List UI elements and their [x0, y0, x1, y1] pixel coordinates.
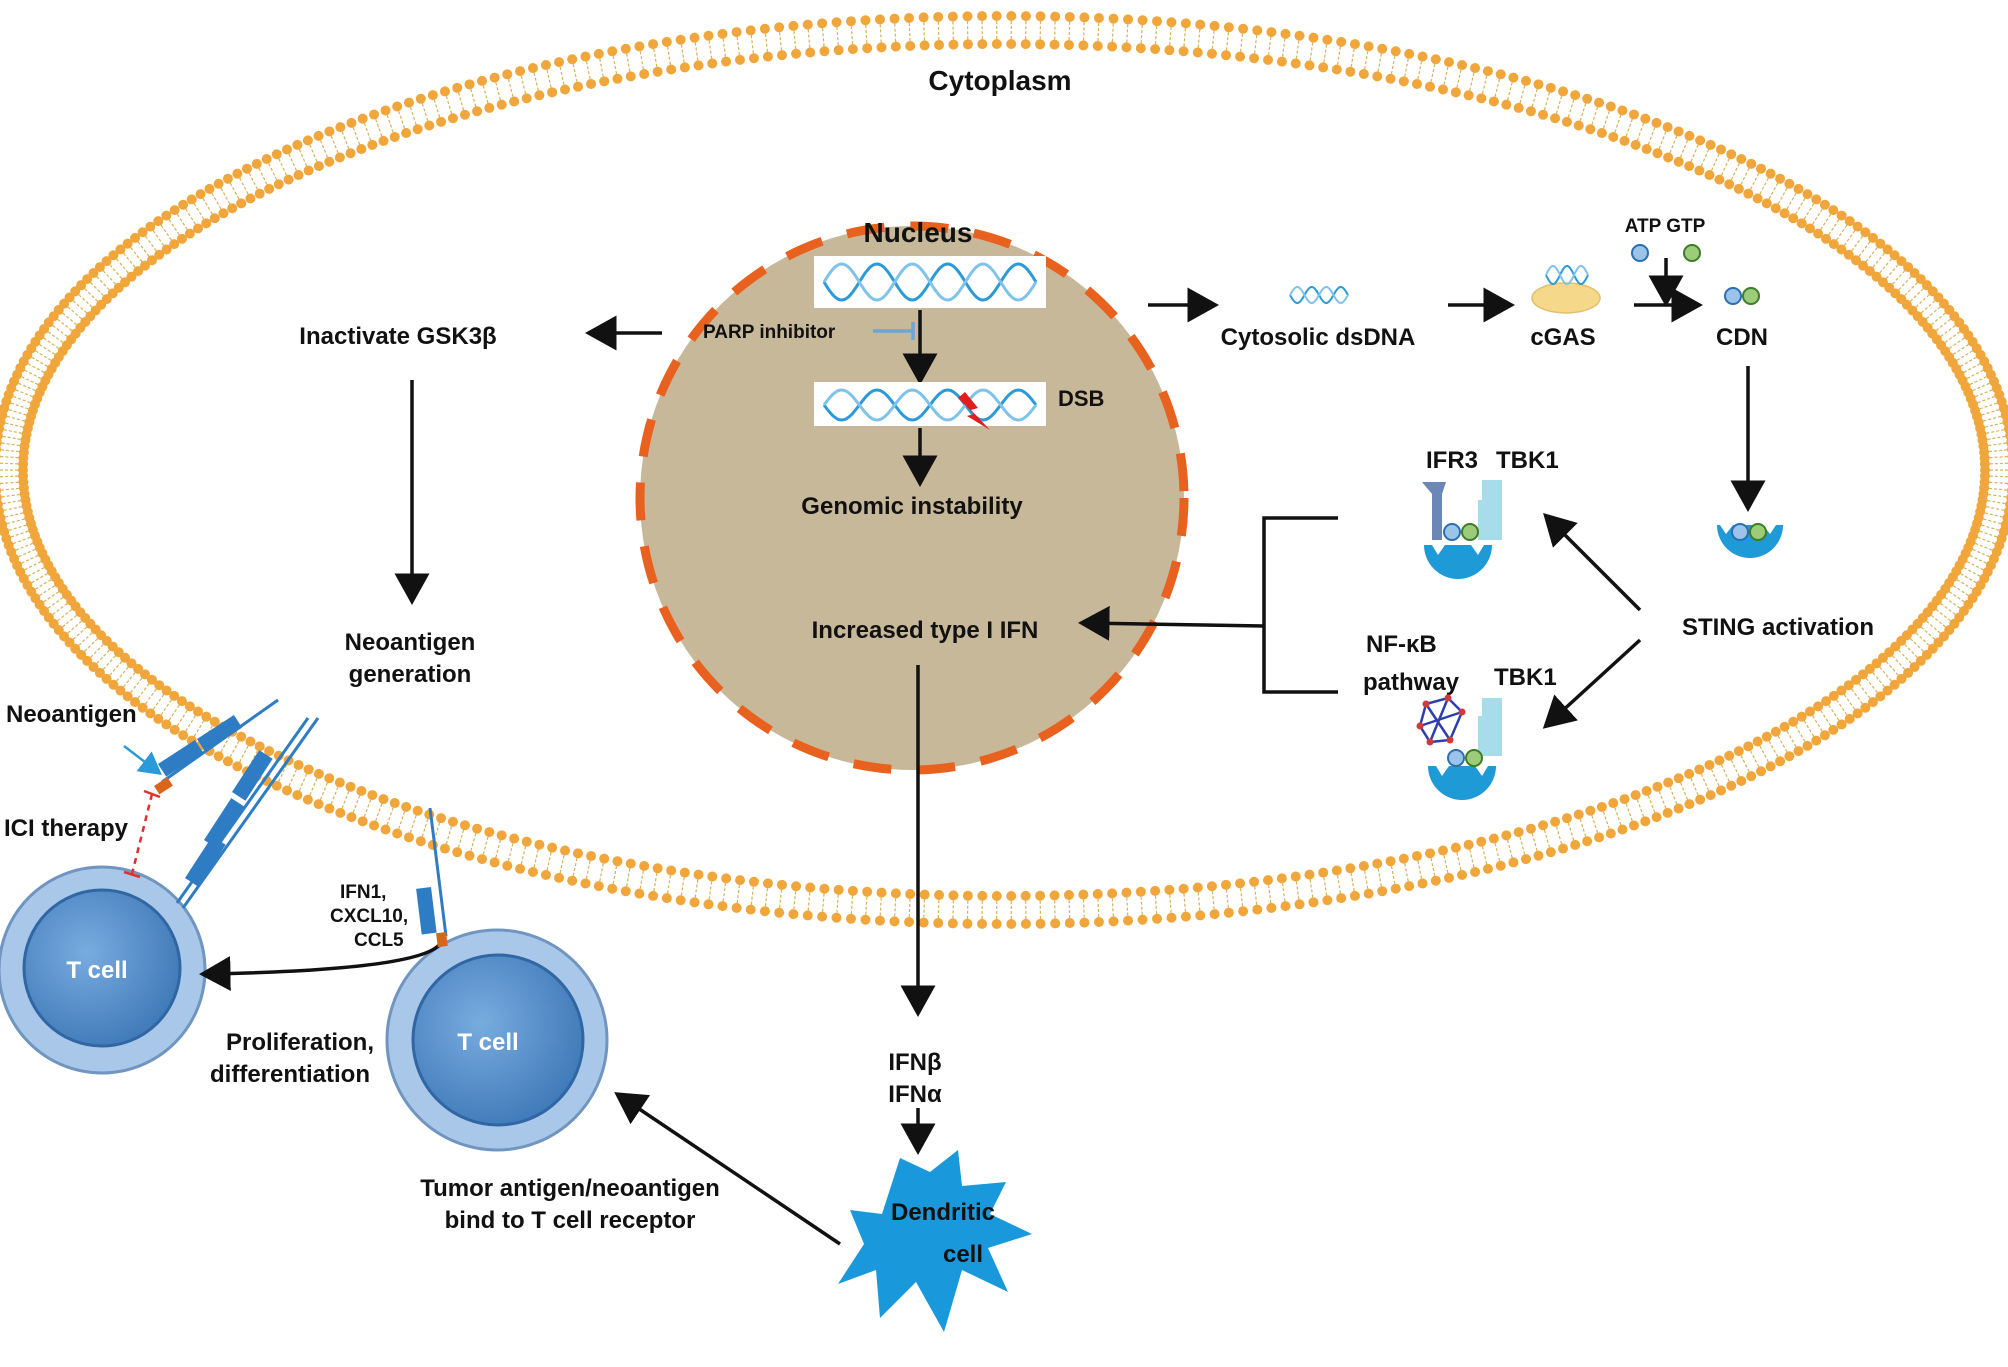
- cdn-molecule-atp: [1724, 287, 1742, 305]
- ifr3-label: IFR3: [1426, 447, 1478, 474]
- t-cell-left: T cell: [0, 865, 207, 1075]
- sting-receptor-icon: [1428, 766, 1496, 800]
- sting-to-ifr3-arrow: [1543, 513, 1642, 612]
- genomic-instability-label: Genomic instability: [801, 493, 1023, 520]
- nfkb-label-line1: NF-κB: [1366, 631, 1437, 658]
- tcr-receptor-long: [175, 717, 320, 909]
- dna-box-dsb: [814, 382, 1046, 430]
- cdn-label: CDN: [1716, 324, 1768, 351]
- cell-membrane: [0, 11, 2008, 929]
- nfkb-network-icon: [1416, 694, 1466, 746]
- dsb-label: DSB: [1058, 386, 1104, 411]
- receptor-segment: [204, 798, 245, 849]
- proliferation-line2: differentiation: [210, 1061, 370, 1088]
- t-cell-right-label: T cell: [457, 1029, 518, 1056]
- sting-to-nfkb-arrow: [1542, 638, 1642, 729]
- gtp-molecule: [1683, 244, 1701, 262]
- tbk1-bottom-label: TBK1: [1494, 664, 1557, 691]
- cytoplasm-label: Cytoplasm: [928, 65, 1071, 96]
- cdn-molecule-gtp: [1742, 287, 1760, 305]
- pathway-bracket: [1262, 516, 1338, 694]
- cgas-enzyme-icon: [1531, 265, 1601, 314]
- tumor-antigen-line1: Tumor antigen/neoantigen: [420, 1175, 720, 1202]
- membrane-lipid-heads: [0, 11, 2008, 929]
- receptor-segment: [232, 750, 273, 801]
- mhc-receptor-upper: [154, 698, 279, 795]
- proliferation-line1: Proliferation,: [226, 1029, 374, 1056]
- ici-therapy-inhibition-line: [130, 793, 154, 875]
- ici-bar-bottom: [123, 870, 141, 879]
- parp-inhibitor-label: PARP inhibitor: [703, 322, 836, 343]
- atp-gtp-label: ATP GTP: [1625, 216, 1706, 237]
- ici-bar-top: [143, 789, 161, 799]
- chemokine-label-3: CCL5: [354, 930, 404, 951]
- neoantigen-label: Neoantigen: [6, 701, 137, 728]
- cgas-label: cGAS: [1530, 324, 1595, 351]
- ifn-beta-label: IFNβ: [888, 1049, 941, 1076]
- receptor-segment: [158, 740, 204, 777]
- dendritic-label-line2: cell: [943, 1241, 983, 1268]
- lightning-bolt-icon: [958, 392, 990, 430]
- neoantigen-generation-line1: Neoantigen: [345, 629, 476, 656]
- nucleus-body: [635, 221, 1189, 775]
- nfkb-tbk1-complex: [1416, 694, 1502, 800]
- dendritic-to-tcell-arrow: [614, 1092, 841, 1246]
- chemokine-label-1: IFN1,: [340, 882, 386, 903]
- tbk1-protein: [1478, 480, 1502, 540]
- bracket-to-ifn-arrow: [1078, 605, 1265, 641]
- dendritic-label-line1: Dendritic: [891, 1199, 995, 1226]
- dna-helix-icon: [822, 388, 1038, 422]
- t-cell-right: T cell: [385, 928, 609, 1152]
- dna-box-intact: [814, 256, 1046, 308]
- nucleus-title: Nucleus: [864, 217, 973, 248]
- sting-activation-label: STING activation: [1682, 614, 1874, 641]
- ifr3-protein: [1422, 482, 1446, 540]
- receptor-segment: [185, 836, 226, 887]
- tbk1-top-label: TBK1: [1496, 447, 1559, 474]
- dendritic-cell-body: [838, 1150, 1032, 1332]
- neoantigen-pointer-arrow: [123, 745, 162, 776]
- tcr-receptor-right: [416, 807, 448, 948]
- ifn-alpha-label: IFNα: [888, 1081, 942, 1108]
- sting-receptor-icon: [1424, 545, 1492, 579]
- tumor-antigen-line2: bind to T cell receptor: [445, 1207, 696, 1234]
- chemokine-label-2: CXCL10,: [330, 906, 408, 927]
- receptor-segment: [197, 715, 243, 752]
- increased-ifn-label: Increased type I IFN: [812, 617, 1039, 644]
- nucleus: Nucleus PARP inhibitor DSB Genomic insta…: [635, 217, 1189, 775]
- sting-receptor-icon: [1717, 523, 1783, 558]
- dna-helix-icon: [822, 262, 1038, 302]
- neoantigen-generation-line2: generation: [349, 661, 472, 688]
- t-cell-left-label: T cell: [66, 957, 127, 984]
- tcell-to-tcell-arrow: [199, 942, 442, 992]
- cytosolic-dsdna-label: Cytosolic dsDNA: [1221, 324, 1416, 351]
- neoantigen-peptide: [436, 932, 448, 948]
- neoantigen-peptide: [154, 777, 173, 795]
- ici-therapy-label: ICI therapy: [4, 815, 129, 842]
- nfkb-label-line2: pathway: [1363, 669, 1460, 696]
- receptor-segment: [416, 887, 437, 935]
- inactivate-gsk-label: Inactivate GSK3β: [299, 323, 496, 350]
- dendritic-cell: Dendritic cell: [838, 1150, 1032, 1332]
- ifr3-tbk1-complex: [1422, 480, 1502, 579]
- tbk1-protein: [1478, 698, 1502, 756]
- dna-helix-icon: [1289, 286, 1349, 304]
- atp-molecule: [1631, 244, 1649, 262]
